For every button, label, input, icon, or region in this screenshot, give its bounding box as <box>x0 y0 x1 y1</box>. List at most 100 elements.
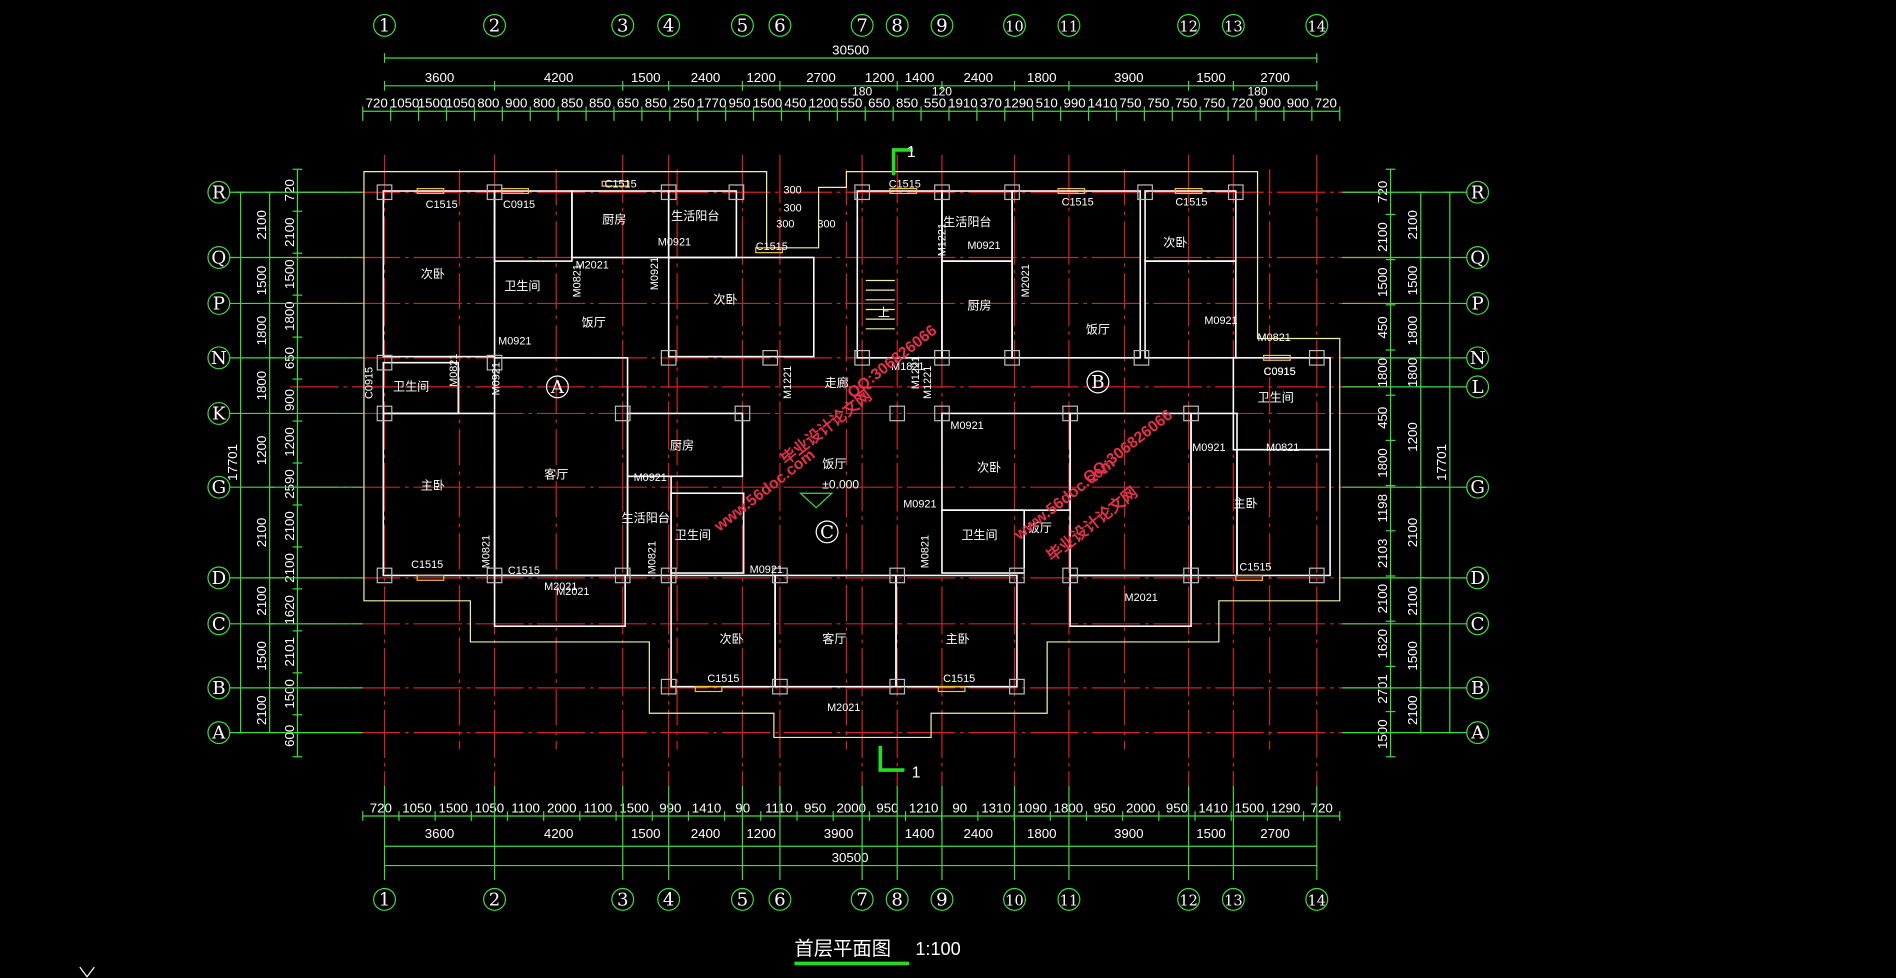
room-label: 主卧 <box>421 479 445 493</box>
dim-bottom-axis-text: 4200 <box>544 826 574 841</box>
opening-tag: M0821 <box>1266 442 1299 454</box>
wall <box>941 509 1025 574</box>
room-label: 厨房 <box>967 297 991 312</box>
axis-bubble-12 <box>1177 887 1201 911</box>
dim-bottom-axis-text: 1500 <box>631 826 661 841</box>
axis-label-12: 12 <box>1179 19 1197 35</box>
axis-label-A: A <box>211 723 226 744</box>
column <box>660 567 677 584</box>
axis-bubble-R <box>207 180 231 204</box>
section-number-top: 1 <box>907 144 916 161</box>
dim-bottom-detail-text: 1090 <box>1017 800 1047 815</box>
axis-bubble-6 <box>768 887 792 911</box>
room-label: 卫生间 <box>1258 390 1294 404</box>
dim-top-detail-text: 750 <box>1203 96 1225 111</box>
axis-label-R: R <box>212 182 227 203</box>
dim-left-inner-text: 2100 <box>282 553 297 583</box>
watermark-text: QQ:306826066 <box>1080 407 1176 487</box>
axis-label-1: 1 <box>379 889 391 910</box>
outline-path <box>363 171 1341 739</box>
opening-tag: M0921 <box>649 257 661 290</box>
opening-tag: M1221 <box>782 366 794 399</box>
dim-top-axis-text: 3900 <box>1114 70 1144 85</box>
axis-label-1: 1 <box>379 15 391 36</box>
axis-bubble-D <box>207 566 231 590</box>
axis-bubble-14 <box>1305 13 1329 37</box>
room-label: 客厅 <box>822 631 846 646</box>
column <box>934 349 950 366</box>
column <box>728 184 745 201</box>
dim-bottom-detail-text: 720 <box>1311 800 1333 815</box>
axis-bubble-12 <box>1177 13 1201 37</box>
dim-top-axis-text: 2400 <box>691 70 721 85</box>
opening-tag: M2021 <box>827 702 860 714</box>
opening-tag: 300 <box>784 203 802 215</box>
axis-label-10: 10 <box>1005 19 1023 35</box>
axis-label-A: A <box>1470 723 1485 744</box>
dim-top-detail-text: 1200 <box>809 96 839 111</box>
dim-top-axis-text: 4200 <box>544 70 574 85</box>
window <box>1235 574 1263 581</box>
section-number-bottom: 1 <box>912 764 921 781</box>
dim-bottom-axis-text: 2400 <box>963 826 993 841</box>
column <box>889 678 906 695</box>
axis-label-P: P <box>1472 293 1484 314</box>
watermark-text: www.56doc.com <box>711 446 819 535</box>
opening-tag: M0821 <box>448 354 460 387</box>
axis-bubble-P <box>1466 291 1490 315</box>
column <box>376 567 393 584</box>
axis-label-11: 11 <box>1060 19 1078 35</box>
axis-bubble-Q <box>1466 246 1490 269</box>
axis-label-9: 9 <box>936 889 948 910</box>
axis-label-K: K <box>212 403 226 424</box>
opening-tag: C1515 <box>756 241 788 253</box>
dim-top-extra: 180 <box>1247 85 1267 99</box>
axis-bubble-N <box>207 346 231 370</box>
dim-left-outer-text: 2100 <box>254 695 269 725</box>
axis-label-N: N <box>1470 348 1486 369</box>
unit-label-A: A <box>550 377 565 398</box>
axis-bubble-11 <box>1057 887 1081 911</box>
column <box>1183 567 1199 584</box>
dim-top-axis-text: 1800 <box>1027 70 1057 85</box>
column <box>1062 405 1078 422</box>
axis-grid <box>290 154 1389 786</box>
axis-bubble-L <box>1466 375 1490 399</box>
axis-label-G: G <box>1470 477 1484 498</box>
axis-label-2: 2 <box>489 889 501 910</box>
ucs-icon <box>79 966 95 978</box>
window <box>1174 187 1203 195</box>
axis-bubble-K <box>207 401 231 425</box>
column <box>1009 678 1025 695</box>
axis-bubble-7 <box>850 887 874 911</box>
dim-bottom-detail-text: 2000 <box>1126 800 1156 815</box>
dim-top-detail-text: 900 <box>505 96 527 111</box>
wall <box>382 412 496 577</box>
column <box>934 405 950 422</box>
dim-top-axis-text: 2700 <box>1260 70 1290 85</box>
dim-top-detail-text: 510 <box>1036 96 1058 111</box>
dim-top-detail-text: 550 <box>840 96 862 111</box>
dim-top-detail-text: 990 <box>1063 96 1085 111</box>
dim-bottom-detail-text: 1050 <box>402 800 432 815</box>
axis-bubble-B <box>1466 676 1490 700</box>
column <box>1183 405 1199 422</box>
dim-top-detail-text: 1290 <box>1004 96 1034 111</box>
column <box>854 349 871 366</box>
dim-right-inner-text: 450 <box>1375 316 1390 338</box>
axis-bubble-6 <box>768 13 792 37</box>
dim-left-inner-text: 1500 <box>282 679 297 709</box>
dim-top-detail-text: 850 <box>589 96 611 111</box>
axis-bubble-8 <box>885 887 909 911</box>
window <box>416 574 445 581</box>
dim-top-detail-text: 720 <box>1315 96 1337 111</box>
axis-bubble-C <box>207 612 231 636</box>
axis-bubble-R <box>1466 180 1490 204</box>
dim-left-outer-text: 1800 <box>254 316 269 346</box>
axis-bubble-5 <box>730 887 754 911</box>
column <box>660 184 677 201</box>
drawing-title: 首层平面图 <box>794 938 891 960</box>
wall <box>382 190 496 358</box>
dim-bottom-detail-text: 1210 <box>909 800 939 815</box>
